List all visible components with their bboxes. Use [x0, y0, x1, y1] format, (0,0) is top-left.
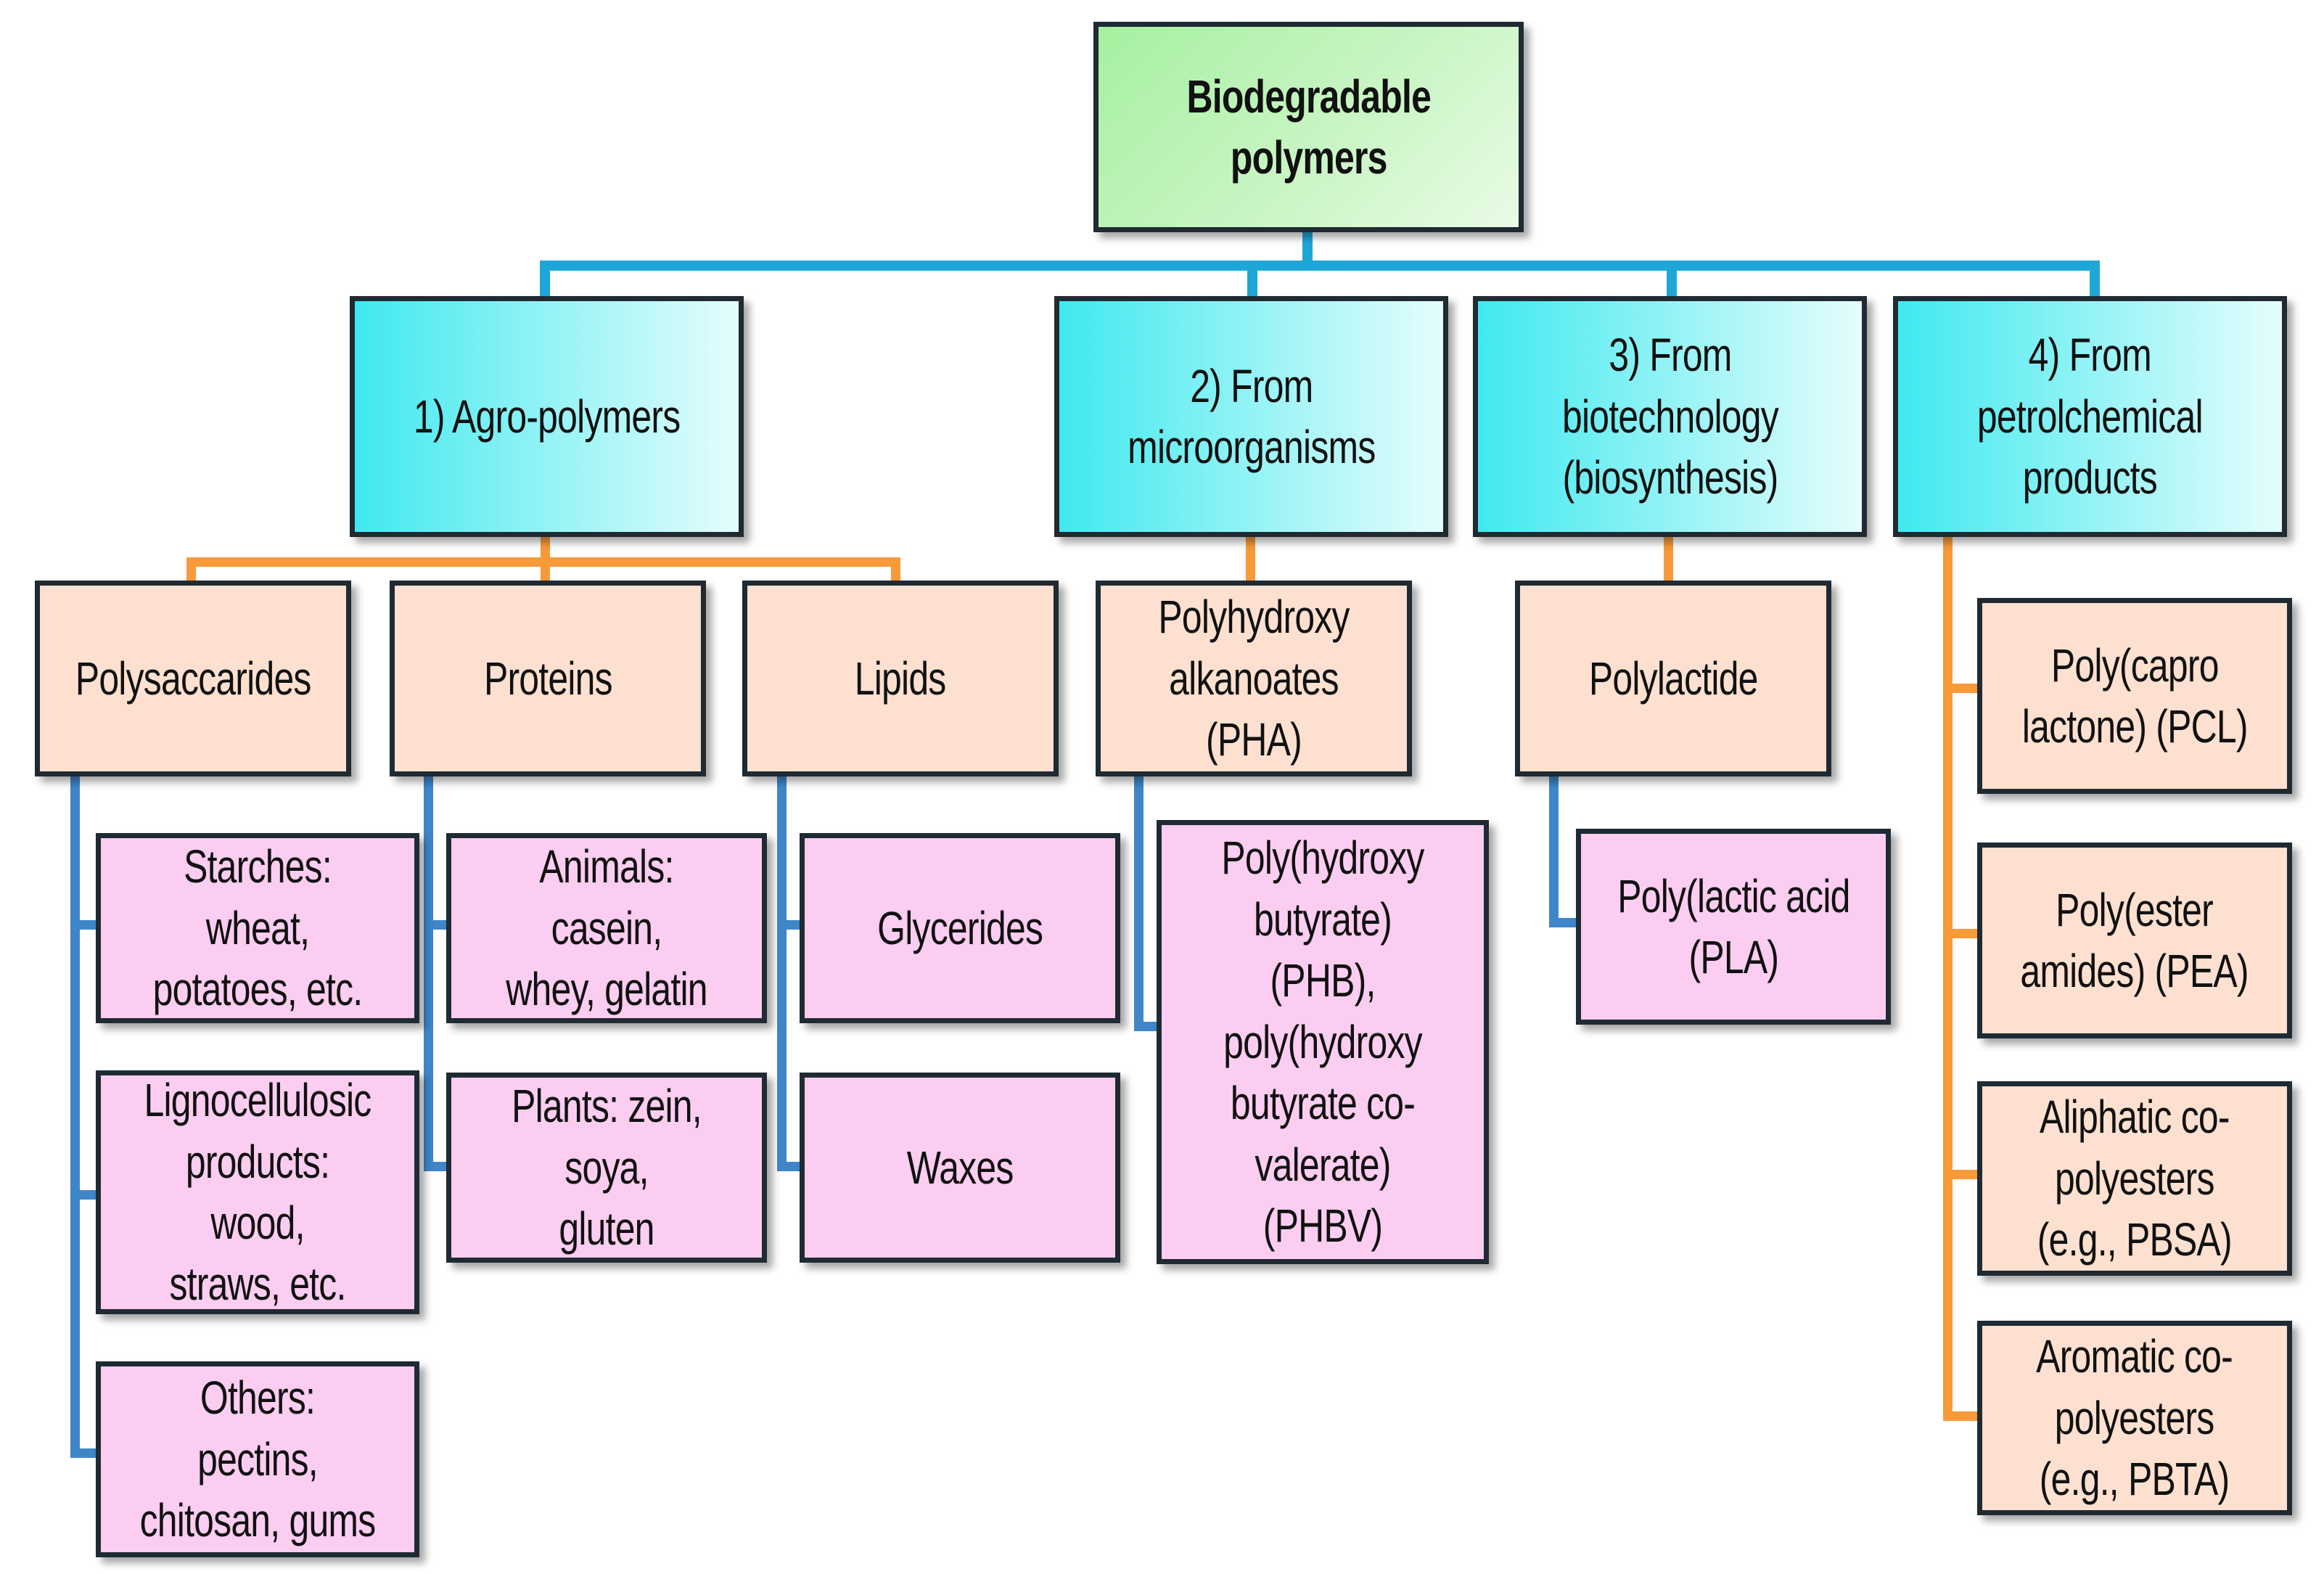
connector-to-aromatic: [1943, 1411, 1982, 1421]
leaf-animals-label: Animals: casein, whey, gelatin: [506, 840, 707, 1016]
leaf-starches-label: Starches: wheat, potatoes, etc.: [152, 840, 364, 1016]
category-from-microorganisms-label: 2) From microorganisms: [1127, 359, 1376, 473]
leaf-animals: Animals: casein, whey, gelatin: [446, 833, 767, 1023]
connector-pha-trunk: [1134, 775, 1143, 1030]
subcategory-pha: Polyhydroxy alkanoates (PHA): [1096, 581, 1412, 776]
connector-to-waxes: [777, 1162, 805, 1171]
connector-to-others: [70, 1448, 102, 1458]
leaf-pla: Poly(lactic acid (PLA): [1576, 829, 1891, 1025]
category-from-petrochemical-label: 4) From petrolchemical products: [1977, 329, 2204, 504]
connector-to-pea: [1943, 929, 1982, 938]
connector-to-starches: [70, 920, 102, 930]
connector-to-polysaccarides: [186, 557, 196, 582]
leaf-lignocellulosic-label: Lignocellulosic products: wood, straws, …: [144, 1074, 372, 1311]
leaf-pla-label: Poly(lactic acid (PLA): [1617, 869, 1850, 983]
connector-petro-trunk: [1943, 535, 1953, 1419]
leaf-others-label: Others: pectins, chitosan, gums: [139, 1372, 377, 1547]
leaf-plants: Plants: zein, soya, gluten: [446, 1073, 767, 1263]
connector-proteins-trunk: [424, 775, 433, 1171]
category-from-biotechnology: 3) From biotechnology (biosynthesis): [1473, 296, 1867, 537]
category-from-biotechnology-label: 3) From biotechnology (biosynthesis): [1561, 329, 1779, 504]
connector-to-aliphatic: [1943, 1170, 1982, 1179]
connector-root-down: [1302, 231, 1313, 264]
leaf-waxes: Waxes: [800, 1073, 1120, 1263]
category-from-microorganisms: 2) From microorganisms: [1054, 296, 1448, 537]
leaf-aromatic-copolyesters: Aromatic co- polyesters (e.g., PBTA): [1977, 1321, 2292, 1515]
leaf-phb-phbv-label: Poly(hydroxy butyrate) (PHB), poly(hydro…: [1221, 832, 1424, 1253]
connector-to-pla: [1549, 918, 1581, 927]
connector-to-lignocellulosic: [70, 1190, 102, 1200]
root-node: Biodegradable polymers: [1093, 22, 1524, 232]
leaf-glycerides-label: Glycerides: [876, 901, 1043, 954]
leaf-pcl: Poly(capro lactone) (PCL): [1977, 598, 2292, 794]
connector-to-category-3: [1667, 261, 1677, 298]
category-agro-polymers-label: 1) Agro-polymers: [413, 390, 681, 443]
leaf-pea-label: Poly(ester amides) (PEA): [2020, 883, 2249, 997]
leaf-pea: Poly(ester amides) (PEA): [1977, 843, 2292, 1038]
leaf-pcl-label: Poly(capro lactone) (PCL): [2021, 639, 2249, 753]
leaf-aliphatic-copolyesters: Aliphatic co- polyesters (e.g., PBSA): [1977, 1081, 2292, 1276]
subcategory-polysaccarides-label: Polysaccarides: [75, 652, 312, 705]
connector-to-category-1: [540, 261, 550, 298]
leaf-plants-label: Plants: zein, soya, gluten: [512, 1080, 702, 1255]
leaf-starches: Starches: wheat, potatoes, etc.: [96, 833, 419, 1023]
root-label: Biodegradable polymers: [1186, 70, 1431, 184]
subcategory-polylactide: Polylactide: [1515, 581, 1831, 776]
leaf-lignocellulosic: Lignocellulosic products: wood, straws, …: [96, 1070, 419, 1314]
connector-polylactide-trunk: [1549, 775, 1559, 927]
connector-to-polylactide: [1664, 535, 1673, 583]
subcategory-proteins: Proteins: [390, 581, 706, 776]
leaf-aliphatic-copolyesters-label: Aliphatic co- polyesters (e.g., PBSA): [2037, 1091, 2233, 1266]
connector-to-animals: [424, 920, 451, 930]
leaf-glycerides: Glycerides: [800, 833, 1120, 1023]
connector-to-category-2: [1247, 261, 1257, 298]
connector-to-lipids: [891, 557, 900, 582]
category-from-petrochemical: 4) From petrolchemical products: [1893, 296, 2287, 537]
subcategory-lipids-label: Lipids: [855, 652, 947, 705]
leaf-aromatic-copolyesters-label: Aromatic co- polyesters (e.g., PBTA): [2036, 1330, 2234, 1506]
connector-to-proteins: [541, 557, 550, 582]
subcategory-lipids: Lipids: [742, 581, 1059, 776]
connector-to-category-4: [2090, 261, 2100, 298]
connector-to-pha: [1246, 535, 1255, 583]
connector-to-plants: [424, 1162, 451, 1171]
connector-polysaccarides-trunk: [70, 775, 80, 1457]
subcategory-polysaccarides: Polysaccarides: [35, 581, 351, 776]
category-agro-polymers: 1) Agro-polymers: [350, 296, 744, 537]
subcategory-pha-label: Polyhydroxy alkanoates (PHA): [1158, 591, 1350, 766]
leaf-others: Others: pectins, chitosan, gums: [96, 1361, 419, 1557]
connector-to-phb: [1134, 1022, 1162, 1031]
connector-lipids-trunk: [777, 775, 787, 1171]
subcategory-polylactide-label: Polylactide: [1588, 652, 1759, 705]
connector-root-bar: [540, 261, 2100, 271]
connector-to-glycerides: [777, 920, 805, 930]
leaf-phb-phbv: Poly(hydroxy butyrate) (PHB), poly(hydro…: [1157, 820, 1489, 1264]
leaf-waxes-label: Waxes: [906, 1141, 1014, 1194]
connector-to-pcl: [1943, 684, 1982, 693]
subcategory-proteins-label: Proteins: [483, 652, 613, 705]
